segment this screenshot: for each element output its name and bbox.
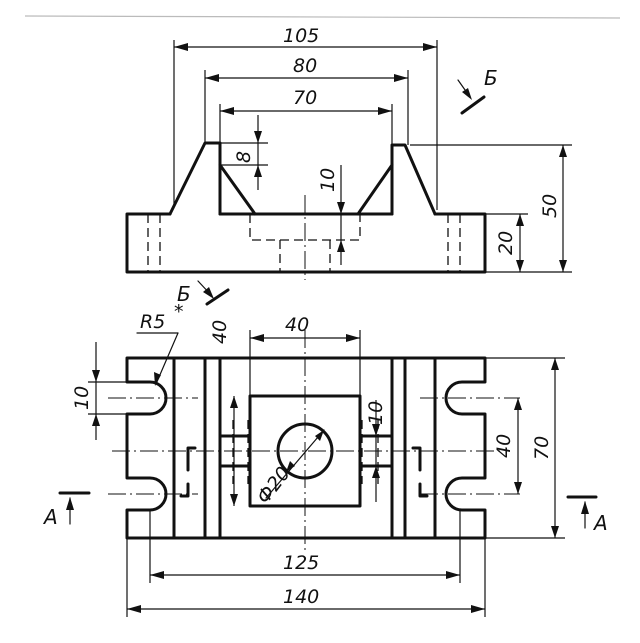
dim-diameter-arrow-a [315,430,324,441]
plan-bracket-right-bottom [418,482,429,498]
dim-70-arrow-right [378,107,392,115]
dim-10-front-arrow-top [337,202,345,214]
dim-r5-asterisk: * [174,301,184,323]
front-view-right-wall [390,143,437,216]
dim-40-top-arrow-left [250,334,264,342]
dim-8-arrow-bottom [254,165,262,177]
dim-50-label: 50 [539,194,561,218]
front-view-left-wall [168,141,222,216]
dim-8-label: 8 [233,151,255,163]
front-view-inner-slope-right [356,163,394,216]
dim-r5-label: R5 [140,311,165,333]
section-a-left-arrowhead [66,497,74,510]
front-view-dimensions: 105 80 70 8 10 20 [173,25,572,273]
plan-bracket-left-bottom [179,482,190,498]
front-view-hidden-hole-right [447,214,461,272]
section-mark-b-top: Б [457,66,498,115]
section-b-mid-arrowhead [203,287,214,299]
dim-50-arrow-top [559,145,567,157]
plan-view-outline [125,356,487,540]
dim-20-label: 20 [495,231,517,255]
section-mark-a-left: А [42,491,91,529]
section-a-left-label: А [42,505,58,529]
dim-40-right-arrow-bottom [514,482,522,494]
plan-view-dimensions: R5 * 40 40 10 10 40 [71,301,565,617]
section-b-top-stroke [460,95,486,115]
plan-view [108,330,520,550]
section-mark-b-mid: Б [177,280,230,306]
dim-diameter-arrow-b [286,461,295,472]
dim-20-arrow-top [516,214,524,226]
dim-40-top-label: 40 [285,314,309,336]
dim-10-right-label: 10 [365,401,387,425]
dim-40-left-label: 40 [209,320,231,344]
plan-bracket-left-top [186,446,197,472]
dim-10-right-arrow-top [372,424,380,436]
dim-125-label: 125 [283,552,319,574]
dim-80-arrow-right [394,74,408,82]
plan-side-slot-left [218,434,252,468]
front-view-hidden-slot [279,240,331,272]
plan-hidden-right [361,420,379,484]
dim-140-arrow-left [127,605,141,613]
dim-70-right-arrow-top [551,358,559,370]
dim-10-left-arrow-bottom [92,414,100,426]
dim-105-arrow-right [423,43,437,51]
dim-40-right-label: 40 [493,434,515,458]
dim-40-left-arrow-top [230,396,238,408]
dim-80-label: 80 [293,55,317,77]
section-a-right-arrowhead [581,501,589,514]
dim-70-label: 70 [293,87,317,109]
front-view-inner-slope-left [218,163,257,216]
dim-10-left-label: 10 [71,386,93,410]
section-b-top-label: Б [484,66,498,90]
dim-140-arrow-right [471,605,485,613]
dim-105-arrow-left [174,43,188,51]
front-view-hidden-pocket [249,214,361,241]
plan-bracket-right-top [411,446,422,472]
dim-40-top-arrow-right [346,334,360,342]
dim-10-right-arrow-bottom [372,466,380,478]
sheet-border-line [24,15,621,19]
dim-8-arrow-top [254,131,262,143]
dim-125-arrow-right [446,571,460,579]
dim-20-arrow-bottom [516,260,524,272]
dim-70-arrow-left [220,107,234,115]
dim-10-front-label: 10 [317,168,339,192]
section-b-top-arrowhead [462,88,472,100]
dim-70-right-arrow-bottom [551,526,559,538]
front-view-base-outline [125,212,487,274]
dim-10-front-arrow-bottom [337,240,345,252]
dim-50-arrow-bottom [559,260,567,272]
front-view [125,141,487,280]
dim-r5-arrowhead [154,372,161,386]
dim-140-label: 140 [283,586,319,608]
dim-40-right-arrow-top [514,398,522,410]
dim-diameter-leader [265,429,325,499]
dim-40-left-arrow-bottom [230,494,238,506]
dim-105-label: 105 [283,25,319,47]
dim-125-arrow-left [150,571,164,579]
section-b-mid-label: Б [177,282,191,306]
section-a-right-label: А [592,511,608,535]
plan-hidden-left [232,420,249,484]
dim-80-arrow-left [205,74,219,82]
dim-10-left-arrow-top [92,370,100,382]
section-b-mid-stroke [205,288,230,306]
front-view-hidden-hole-left [147,214,161,272]
section-mark-a-right: А [566,495,608,535]
dim-70-right-label: 70 [531,436,553,460]
